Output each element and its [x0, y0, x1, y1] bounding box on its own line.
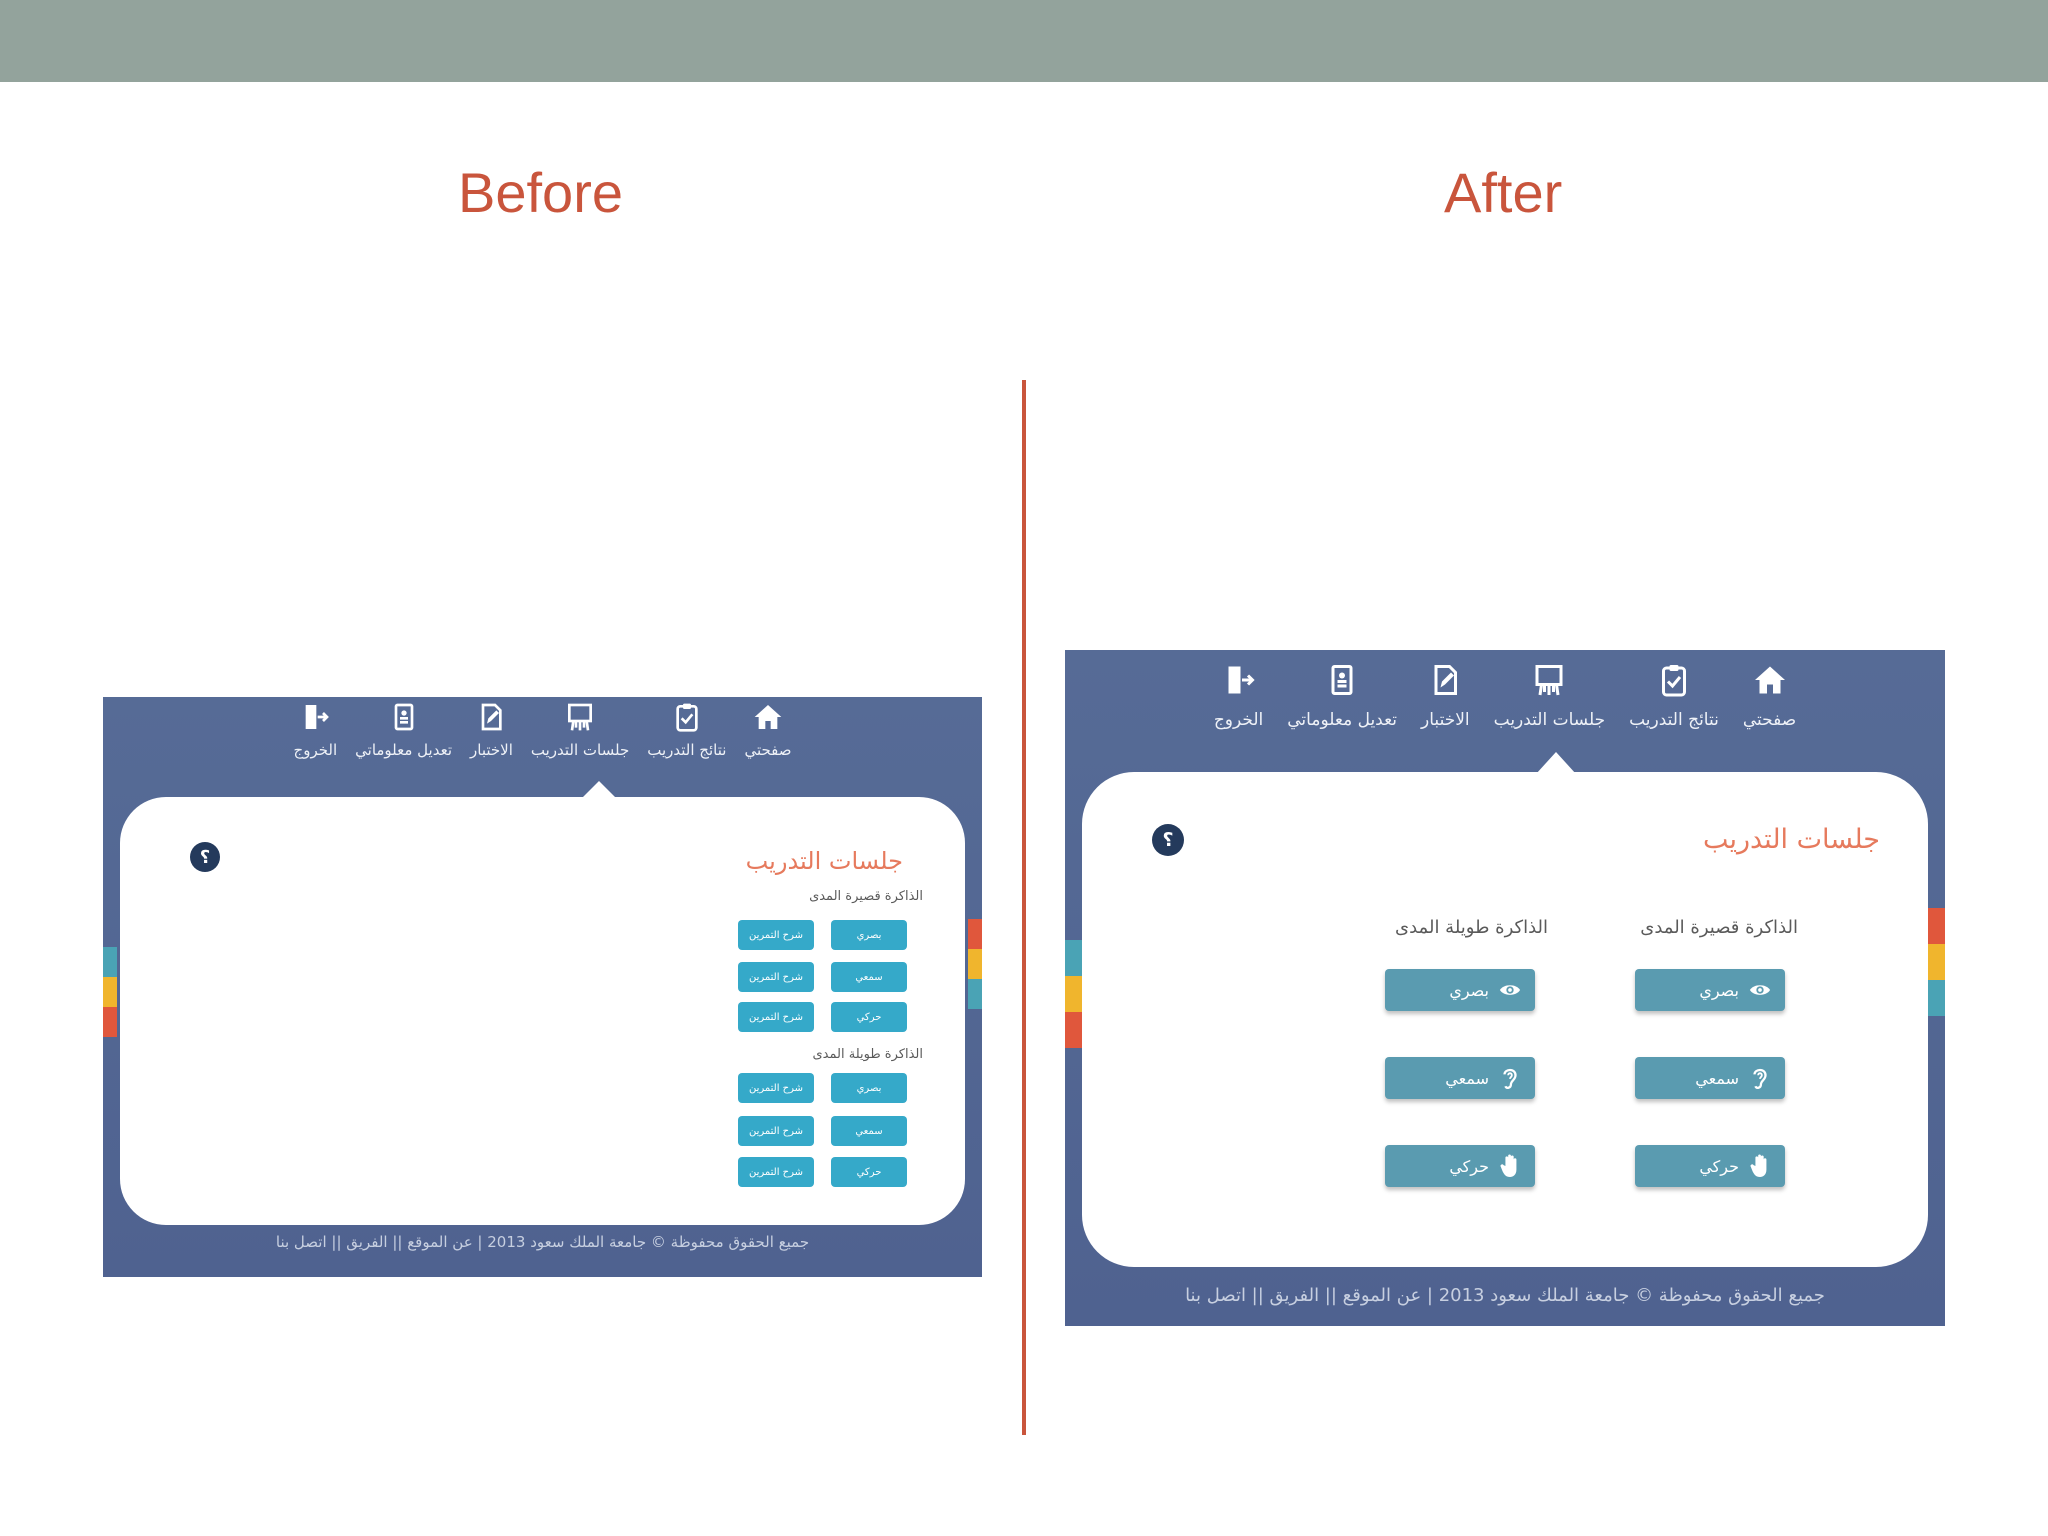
nav-item-results[interactable]: نتائج التدريب	[1629, 662, 1719, 774]
content-card: جلسات التدريب ؟ الذاكرة قصيرة المدى الذا…	[1082, 772, 1928, 1267]
side-stripe-red	[103, 1007, 117, 1037]
side-stripe-yellow	[968, 949, 982, 979]
after-screenshot: صفحتي نتائج التدريب جلسات التدريب الاختب…	[1065, 650, 1945, 1326]
long-audio-explain-button[interactable]: شرح التمرين	[738, 1116, 814, 1146]
active-tab-pointer	[1536, 752, 1576, 774]
short-motor-button[interactable]: حركي	[831, 1002, 907, 1032]
nav-item-results[interactable]: نتائج التدريب	[647, 701, 726, 796]
short-visual-button[interactable]: بصري	[1635, 969, 1785, 1011]
nav-item-profile[interactable]: تعديل معلوماتي	[1287, 662, 1397, 774]
eye-icon	[1749, 979, 1771, 1001]
side-stripe-red	[1065, 1012, 1083, 1048]
hand-icon	[1499, 1153, 1521, 1179]
vertical-divider	[1022, 380, 1026, 1435]
long-audio-button[interactable]: سمعي	[1385, 1057, 1535, 1099]
active-tab-pointer	[581, 781, 617, 799]
side-stripe-red	[1927, 908, 1945, 944]
pencil-document-icon	[1434, 665, 1458, 695]
home-icon	[1754, 666, 1785, 694]
side-stripe-teal	[968, 979, 982, 1009]
short-visual-explain-button[interactable]: شرح التمرين	[738, 920, 814, 950]
nav-item-sessions[interactable]: جلسات التدريب	[531, 701, 629, 796]
ear-icon	[1499, 1065, 1521, 1091]
help-button[interactable]: ؟	[1152, 824, 1184, 856]
exit-door-icon	[1228, 666, 1255, 694]
footer-links[interactable]: جميع الحقوق محفوظة © جامعة الملك سعود 20…	[1185, 1285, 1825, 1306]
side-stripe-teal	[1927, 980, 1945, 1016]
content-card: جلسات التدريب ؟ الذاكرة قصيرة المدى بصري…	[120, 797, 965, 1225]
side-stripe-teal	[1065, 940, 1083, 976]
before-heading: Before	[458, 161, 623, 224]
clipboard-check-icon	[1661, 665, 1686, 697]
long-motor-button[interactable]: حركي	[1385, 1145, 1535, 1187]
long-visual-button[interactable]: بصري	[831, 1073, 907, 1103]
short-visual-button[interactable]: بصري	[831, 920, 907, 950]
eye-icon	[1499, 979, 1521, 1001]
id-card-icon	[1331, 665, 1353, 695]
easel-icon	[568, 703, 593, 731]
id-card-icon	[394, 703, 413, 731]
top-nav: صفحتي نتائج التدريب جلسات التدريب الاختب…	[1065, 650, 1945, 774]
hand-icon	[1749, 1153, 1771, 1179]
slide-top-bar	[0, 0, 2048, 82]
easel-icon	[1535, 665, 1563, 696]
nav-item-home[interactable]: صفحتي	[1743, 662, 1796, 774]
top-nav: صفحتي نتائج التدريب جلسات التدريب الاختب…	[103, 697, 982, 796]
nav-item-profile[interactable]: تعديل معلوماتي	[355, 701, 452, 796]
nav-item-test[interactable]: الاختبار	[470, 701, 513, 796]
page-title: جلسات التدريب	[1702, 824, 1880, 855]
side-stripe-red	[968, 919, 982, 949]
before-screenshot: صفحتي نتائج التدريب جلسات التدريب الاختب…	[103, 697, 982, 1277]
short-memory-label: الذاكرة قصيرة المدى	[1640, 917, 1798, 938]
long-motor-explain-button[interactable]: شرح التمرين	[738, 1157, 814, 1187]
short-motor-explain-button[interactable]: شرح التمرين	[738, 1002, 814, 1032]
short-memory-label: الذاكرة قصيرة المدى	[809, 889, 923, 904]
side-stripe-yellow	[1927, 944, 1945, 980]
nav-item-exit[interactable]: الخروج	[1214, 662, 1263, 774]
nav-item-home[interactable]: صفحتي	[744, 701, 791, 796]
after-heading: After	[1444, 161, 1563, 224]
long-memory-label: الذاكرة طويلة المدى	[812, 1047, 924, 1062]
short-audio-button[interactable]: سمعي	[831, 962, 907, 992]
side-stripe-yellow	[103, 977, 117, 1007]
clipboard-check-icon	[676, 703, 698, 732]
long-memory-label: الذاكرة طويلة المدى	[1395, 917, 1548, 938]
long-visual-button[interactable]: بصري	[1385, 969, 1535, 1011]
home-icon	[754, 705, 782, 729]
footer-links[interactable]: جميع الحقوق محفوظة © جامعة الملك سعود 20…	[275, 1233, 810, 1251]
long-audio-button[interactable]: سمعي	[831, 1116, 907, 1146]
nav-item-exit[interactable]: الخروج	[294, 701, 337, 796]
short-audio-button[interactable]: سمعي	[1635, 1057, 1785, 1099]
page-title: جلسات التدريب	[745, 847, 903, 875]
nav-item-sessions[interactable]: جلسات التدريب	[1494, 662, 1605, 774]
long-motor-button[interactable]: حركي	[831, 1157, 907, 1187]
side-stripe-teal	[103, 947, 117, 977]
side-stripe-yellow	[1065, 976, 1083, 1012]
short-motor-button[interactable]: حركي	[1635, 1145, 1785, 1187]
short-audio-explain-button[interactable]: شرح التمرين	[738, 962, 814, 992]
exit-door-icon	[305, 705, 330, 729]
ear-icon	[1749, 1065, 1771, 1091]
pencil-document-icon	[482, 703, 503, 731]
nav-item-test[interactable]: الاختبار	[1421, 662, 1470, 774]
long-visual-explain-button[interactable]: شرح التمرين	[738, 1073, 814, 1103]
help-button[interactable]: ؟	[190, 842, 220, 872]
